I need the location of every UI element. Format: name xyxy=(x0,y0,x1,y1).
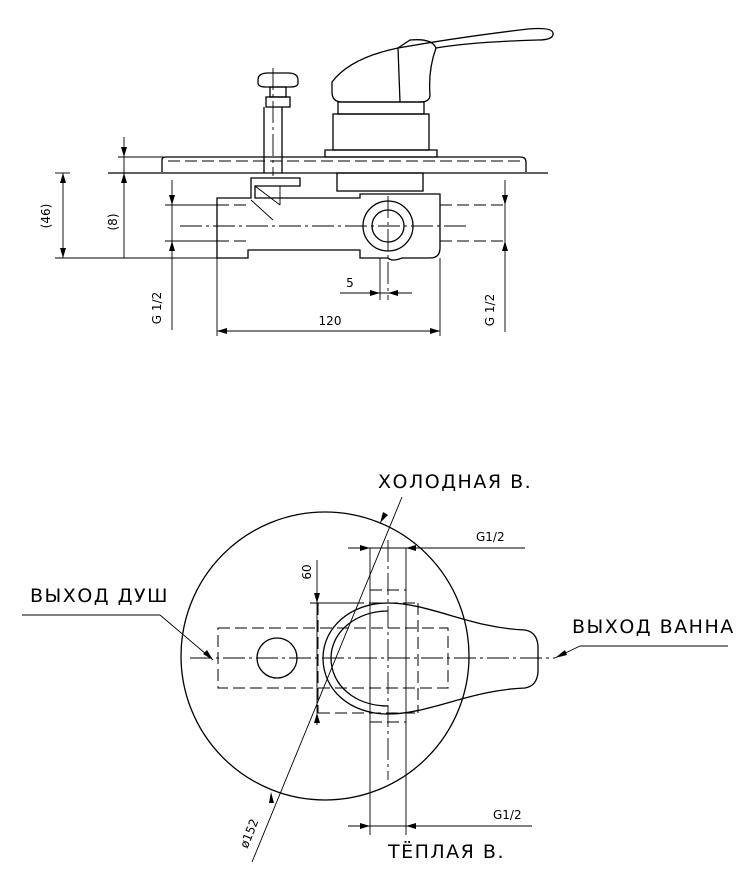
dim-60-label: 60 xyxy=(300,564,314,579)
dim-46-label: (46) xyxy=(39,204,53,229)
hidden-body xyxy=(217,548,449,835)
mixer-lever xyxy=(324,27,554,192)
shower-leader xyxy=(22,614,214,661)
dim-g-left-label: G 1/2 xyxy=(150,292,164,324)
dim-g-right-label: G 1/2 xyxy=(483,294,497,326)
dim-g-top-label: G1/2 xyxy=(476,530,505,544)
diverter-knob xyxy=(257,68,299,176)
dim-120-label: 120 xyxy=(319,314,342,328)
valve-body xyxy=(180,177,508,300)
diameter-leader xyxy=(251,496,403,863)
dim-5-label: 5 xyxy=(346,276,354,290)
dim-g-bottom-label: G1/2 xyxy=(493,808,522,822)
dim-g-bottom xyxy=(348,823,532,829)
label-cold-water: ХОЛОДНАЯ В. xyxy=(378,471,532,493)
label-shower-outlet: ВЫХОД ДУШ xyxy=(30,585,169,607)
dim-60 xyxy=(310,560,360,725)
dim-g-top xyxy=(348,545,525,551)
dim-diameter-label: ø152 xyxy=(237,817,261,850)
bath-leader xyxy=(554,645,728,659)
top-view: ХОЛОДНАЯ В. ТЁПЛАЯ В. ВЫХОД ДУШ ВЫХОД ВА… xyxy=(22,471,735,863)
label-bath-outlet: ВЫХОД ВАННА xyxy=(572,616,735,638)
escutcheon-circle xyxy=(180,511,470,801)
side-dimensions xyxy=(55,137,508,336)
dim-8-label: (8) xyxy=(106,214,120,231)
label-warm-water: ТЁПЛАЯ В. xyxy=(387,840,505,863)
side-view: (46) (8) G 1/2 G 1/2 5 120 xyxy=(39,27,554,336)
wall-plate xyxy=(161,156,527,172)
